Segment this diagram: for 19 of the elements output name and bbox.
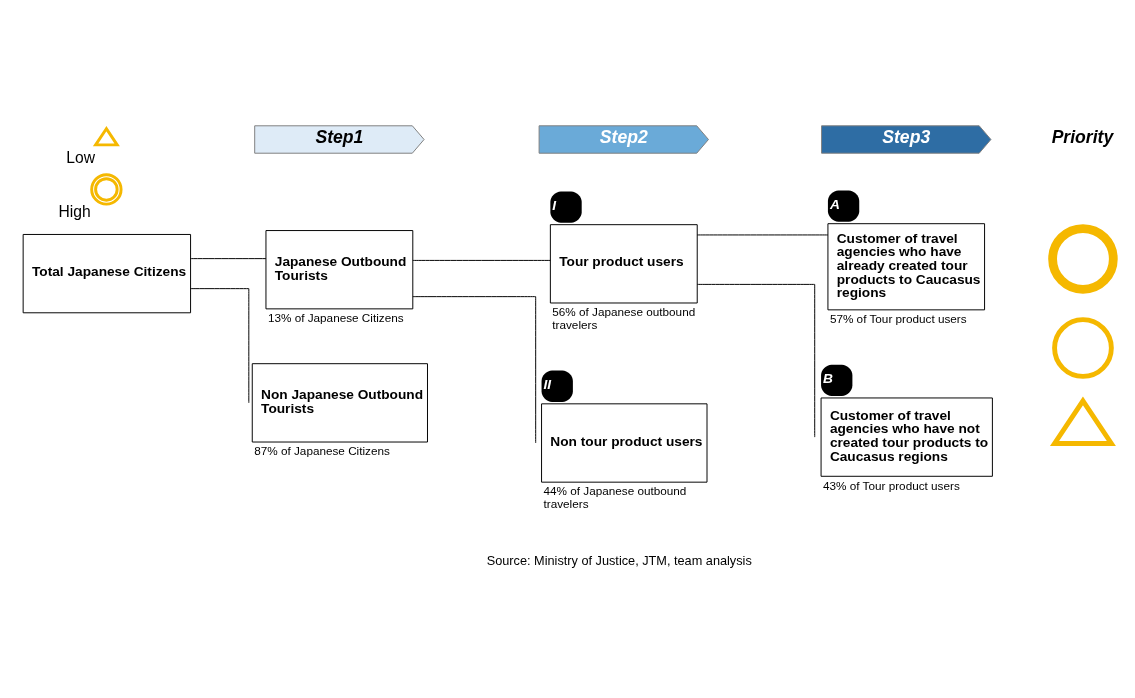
connector bbox=[190, 257, 267, 259]
node-label: 57% of Tour product users bbox=[829, 311, 967, 325]
legend-label: Low bbox=[66, 148, 95, 166]
connector bbox=[412, 295, 537, 443]
connector bbox=[696, 233, 829, 235]
node-triangle bbox=[1050, 396, 1116, 446]
connector bbox=[412, 259, 551, 261]
label: Priority bbox=[1051, 126, 1114, 147]
node-label: 87% of Japanese Citizens bbox=[254, 443, 390, 457]
node-circle bbox=[1052, 316, 1114, 379]
node-doublecircle bbox=[1048, 223, 1118, 294]
node-label: 44% of Japanese outbound travelers bbox=[543, 483, 687, 510]
connector bbox=[696, 283, 816, 438]
legend-label: High bbox=[58, 202, 91, 220]
node-label: 43% of Tour product users bbox=[823, 478, 960, 492]
label: Source: Ministry of Justice, JTM, team analysis bbox=[486, 552, 752, 568]
node-label: 56% of Japanese outbound travelers bbox=[552, 304, 696, 331]
connector bbox=[190, 287, 250, 403]
node-label: 13% of Japanese Citizens bbox=[267, 310, 404, 324]
